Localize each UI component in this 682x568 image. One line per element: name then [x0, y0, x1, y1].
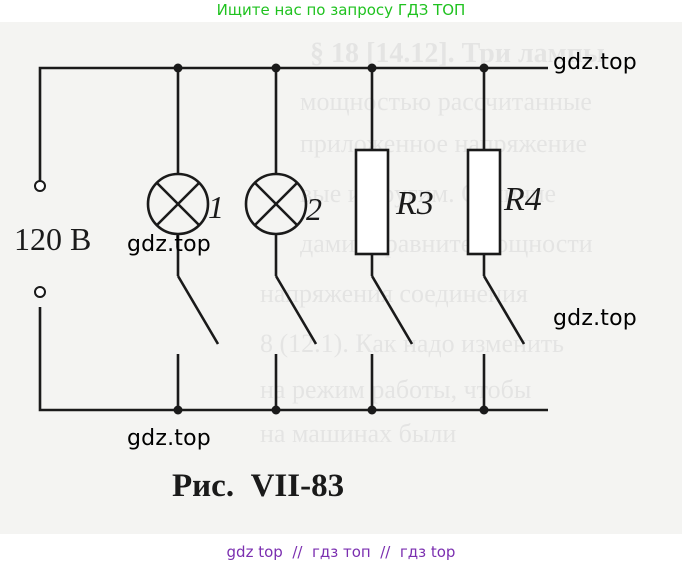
figure-caption: Рис. VII-83: [172, 468, 344, 504]
watermark-4: gdz.top: [127, 426, 211, 451]
svg-text:приложенное напряжение: приложенное напряжение: [300, 129, 587, 158]
resistor-r3-label: R3: [395, 185, 434, 222]
terminal-bottom: [34, 286, 46, 298]
svg-text:вые и другим. Отличие: вые и другим. Отличие: [300, 179, 556, 208]
svg-text:на режим работы, чтобы: на режим работы, чтобы: [260, 375, 531, 404]
resistor-r4-label: R4: [503, 181, 542, 218]
svg-text:дами? сравните мощности: дами? сравните мощности: [300, 229, 593, 258]
junction-dots: [173, 63, 489, 415]
watermark-3: gdz.top: [553, 306, 637, 331]
svg-text:напряжения соединения: напряжения соединения: [260, 279, 528, 308]
top-banner: Ищите нас по запросу ГДЗ ТОП: [216, 1, 466, 19]
watermark-2: gdz.top: [127, 232, 211, 257]
watermark-1: gdz.top: [553, 50, 637, 75]
svg-text:на машинах были: на машинах были: [260, 419, 456, 448]
lamp-1: [146, 172, 210, 236]
switch-3: [370, 275, 414, 345]
bottom-rail-wire: [38, 307, 548, 412]
lamp-1-label: 1: [208, 189, 224, 225]
textbook-page: § 18 [14.12]. Три лампы мощностью рассчи…: [0, 22, 682, 534]
switch-1: [176, 275, 220, 345]
svg-text:§ 18 [14.12]. Три лампы: § 18 [14.12]. Три лампы: [310, 38, 605, 69]
switch-2: [274, 275, 318, 345]
terminal-top: [34, 180, 46, 192]
svg-text:мощностью рассчитанные: мощностью рассчитанные: [300, 87, 592, 116]
resistor-r4: [466, 148, 502, 256]
bottom-banner: gdz top // гдз топ // гдз top: [226, 543, 456, 561]
voltage-label: 120 В: [14, 221, 91, 257]
circuit-wires: [38, 66, 548, 412]
top-rail-wire: [38, 66, 548, 184]
switch-4: [482, 275, 526, 345]
circuit-diagram: § 18 [14.12]. Три лампы мощностью рассчи…: [14, 38, 605, 504]
lamp-2-label: 2: [306, 191, 322, 227]
bleed-through-text: § 18 [14.12]. Три лампы мощностью рассчи…: [260, 38, 605, 448]
lamp-2: [244, 172, 308, 236]
resistor-r3: [354, 148, 390, 256]
